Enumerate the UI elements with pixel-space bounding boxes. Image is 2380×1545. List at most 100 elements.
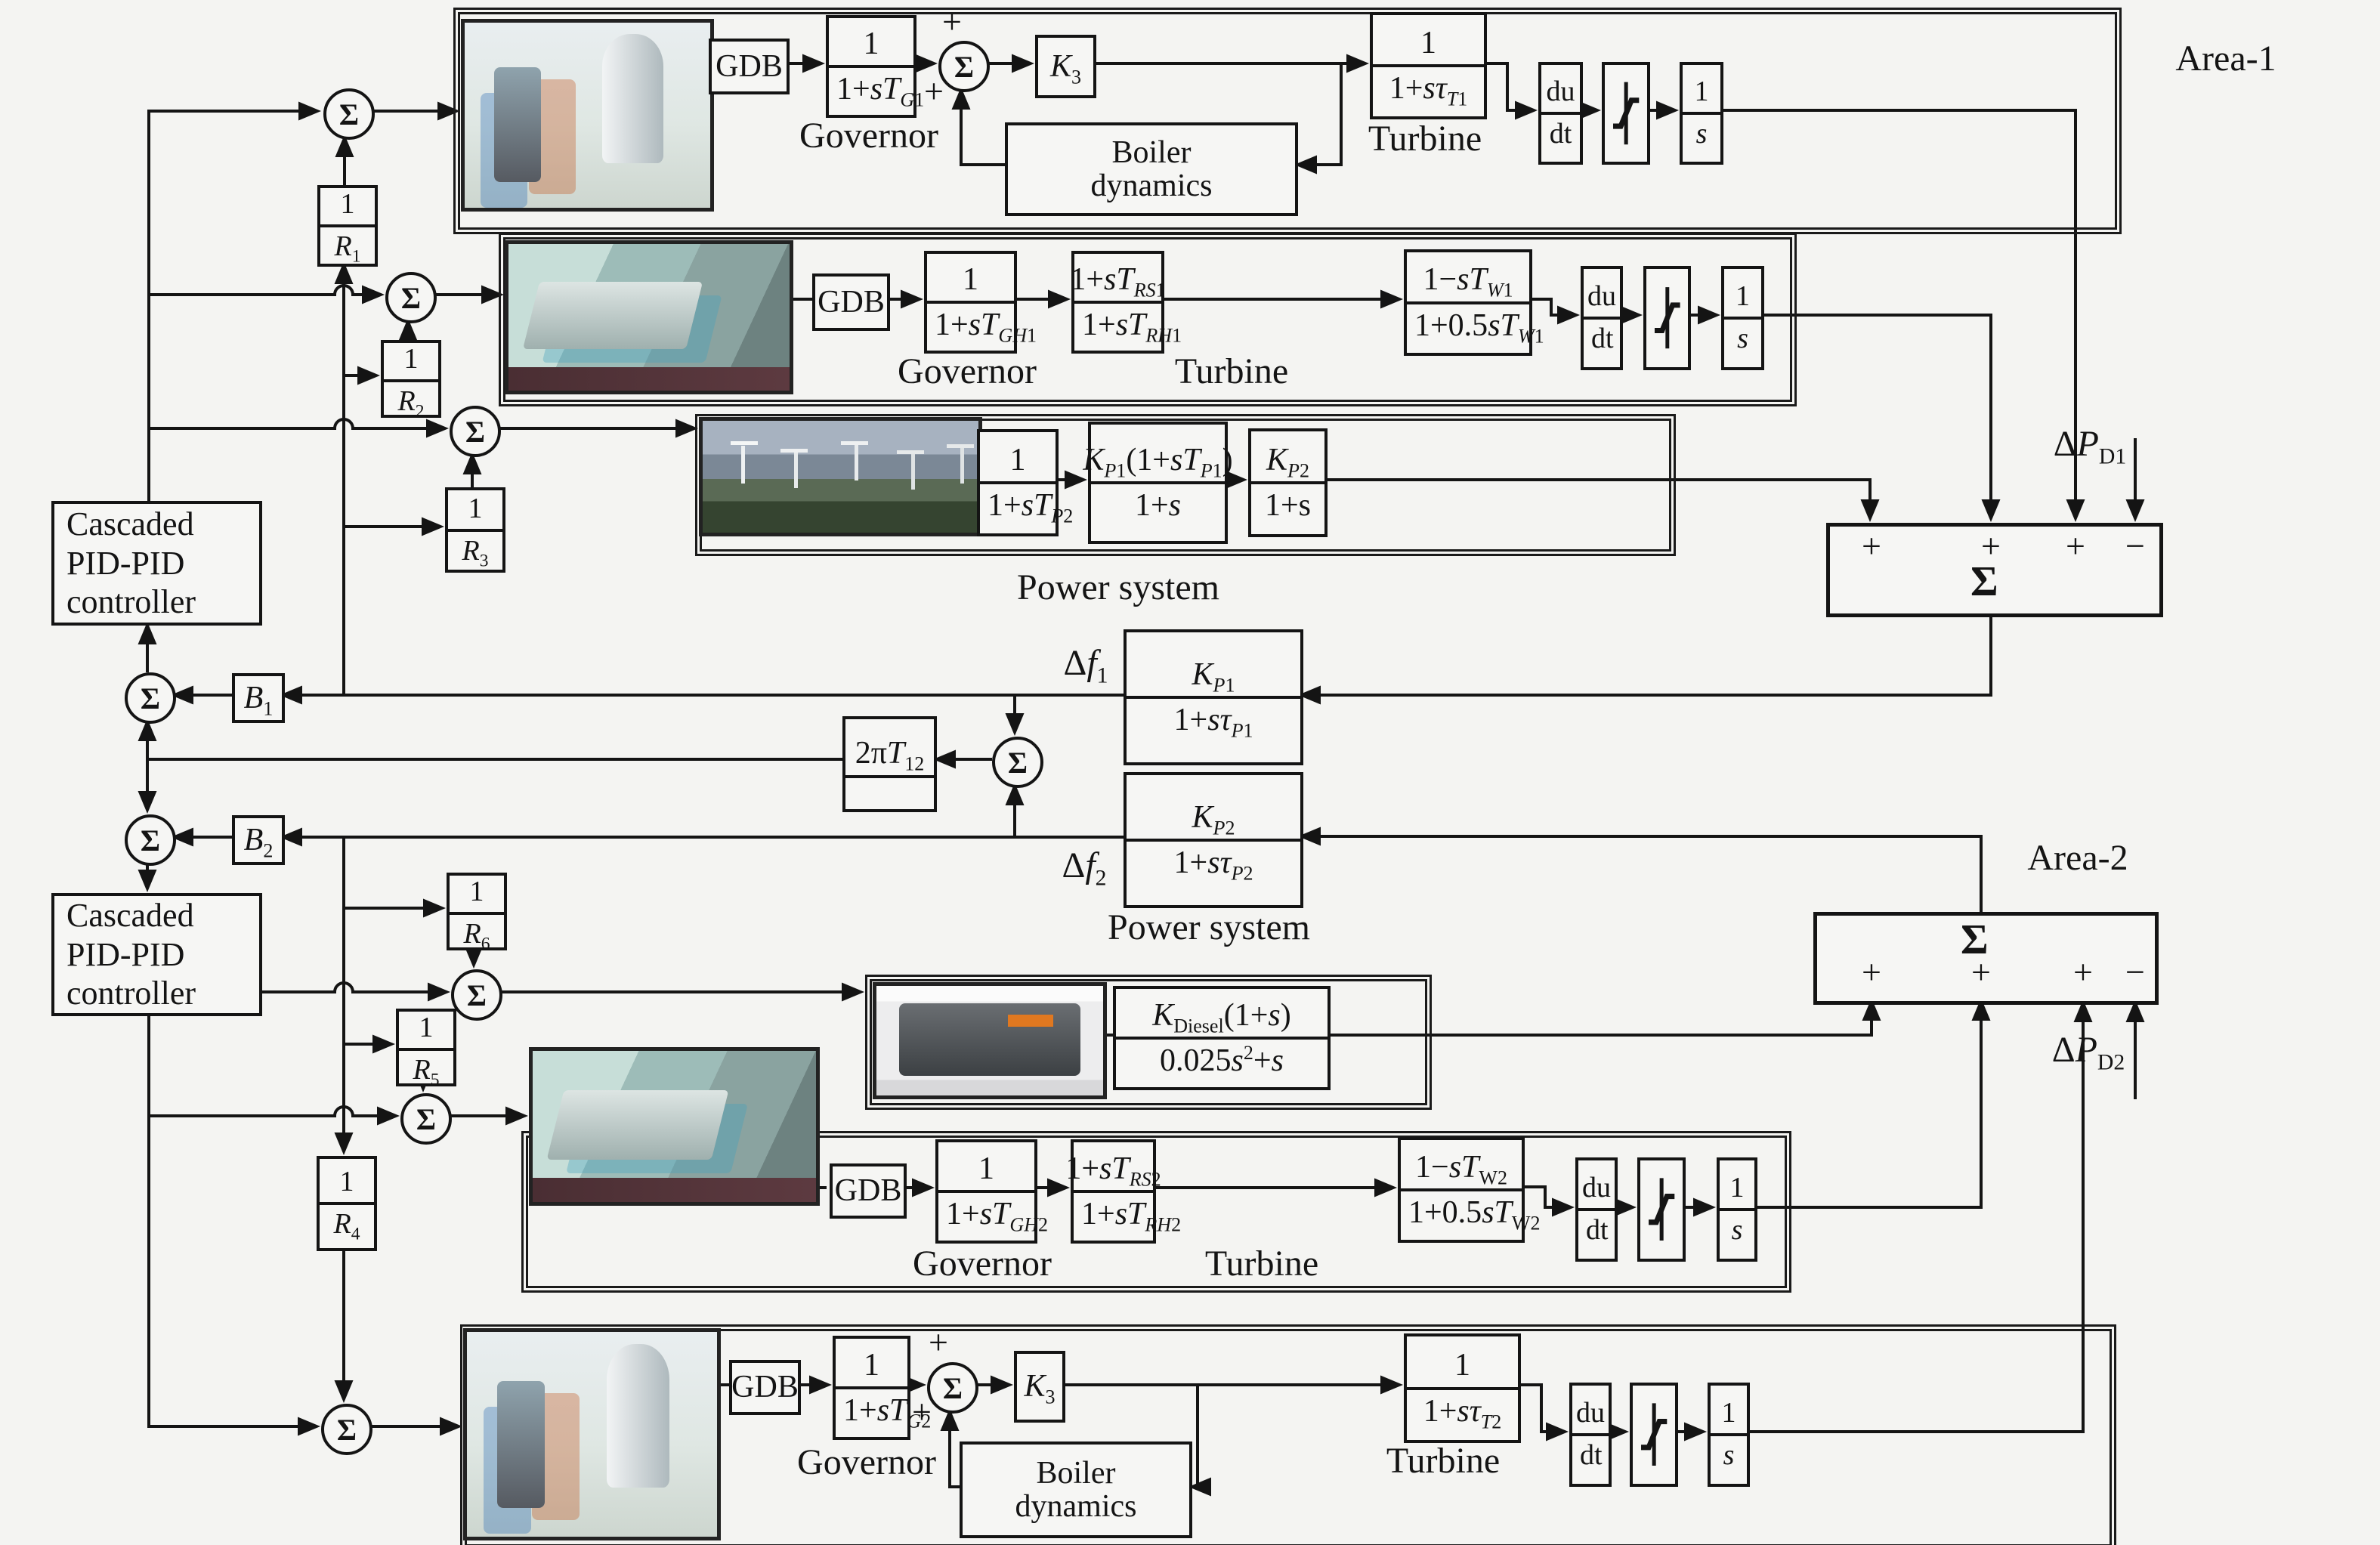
boiler1-sum-sign-top: + xyxy=(942,2,962,41)
hydro1-input-sum: Σ xyxy=(385,272,437,323)
hydro1-turbine-block: 1−sTW1 1+0.5sTW1 xyxy=(1404,249,1544,356)
gdb5-block: GDB xyxy=(830,1163,907,1219)
integrator-block-hydro1: 1 s xyxy=(1721,266,1764,370)
rate-limiter-block-hydro2 xyxy=(1637,1157,1686,1262)
r2-denominator: R2 xyxy=(384,379,438,420)
integrator-denominator: s xyxy=(1683,112,1720,151)
ace1-sum: Σ xyxy=(125,672,176,724)
wind-stage1-block: KP1(1+sTP1) 1+s xyxy=(1083,422,1233,544)
hydro1-governor-block: 1 1+sTGH1 xyxy=(924,251,1037,354)
controller1-label: Cascaded PID-PID controller xyxy=(66,505,196,621)
boiler-dynamics-block-area1: Boiler dynamics xyxy=(1005,122,1298,216)
boiler2-sum-sign-bottom: + xyxy=(912,1392,932,1431)
droop-r4-block: 1 R4 xyxy=(317,1156,377,1251)
integrator-denominator: s xyxy=(1724,317,1761,356)
sigma-glyph: Σ xyxy=(1007,745,1028,780)
cascaded-pid-controller-2: Cascaded PID-PID controller xyxy=(51,893,262,1016)
sigma-glyph: Σ xyxy=(140,823,161,857)
thermal2-turbine-numerator: 1 xyxy=(1454,1348,1470,1383)
dudt-numerator: du xyxy=(1587,280,1616,313)
droop-r3-block: 1 R3 xyxy=(445,487,505,573)
sigma-glyph: Σ xyxy=(416,1102,437,1136)
integrator-block-thermal1: 1 s xyxy=(1680,62,1723,165)
hydro2-compensator-numerator: 1+sTRS2 xyxy=(1065,1151,1161,1191)
r6-denominator: R6 xyxy=(450,911,504,953)
gdb6-block: GDB xyxy=(729,1360,801,1415)
rate-limiter-icon xyxy=(1648,1178,1675,1241)
hydro1-compensator-numerator: 1+sTRS1 xyxy=(1070,261,1166,301)
thermal1-input-sum: Σ xyxy=(323,88,375,140)
area1-sum-sigma: Σ xyxy=(1970,558,1998,605)
derivative-block-thermal2: du dt xyxy=(1569,1383,1612,1487)
area1-summation-block xyxy=(1826,523,2163,617)
turbine1-label: Turbine xyxy=(1368,119,1482,159)
sigma-glyph: Σ xyxy=(140,681,161,715)
derivative-block-thermal1: du dt xyxy=(1538,62,1583,165)
sigma-glyph: Σ xyxy=(954,49,975,84)
dudt-denominator: dt xyxy=(1584,317,1620,356)
bias-b1-block: B1 xyxy=(232,673,285,723)
power-system-label-area1: Power system xyxy=(1017,567,1219,607)
thermal2-turbine-block: 1 1+sτT2 xyxy=(1404,1333,1521,1443)
k3-block-area1: K3 xyxy=(1035,35,1096,98)
r4-denominator: R4 xyxy=(320,1202,374,1243)
r5-numerator: 1 xyxy=(419,1012,434,1043)
integrator-numerator: 1 xyxy=(1736,280,1750,313)
area1-sum-sign-2: + xyxy=(1981,527,2001,565)
delta-f1-label: Δf1 xyxy=(1063,643,1108,688)
sigma-glyph: Σ xyxy=(400,280,422,315)
wind-stage1-numerator: KP1(1+sTP1) xyxy=(1083,442,1233,482)
rate-limiter-block-thermal1 xyxy=(1602,62,1650,165)
rate-limiter-block-thermal2 xyxy=(1630,1383,1678,1487)
sigma-glyph: Σ xyxy=(465,414,486,449)
wind-filter-block: 1 1+sTP2 xyxy=(977,429,1073,536)
area2-sum-sign-1: + xyxy=(1862,953,1881,991)
hydro2-governor-numerator: 1 xyxy=(978,1151,994,1186)
r1-numerator: 1 xyxy=(340,188,355,221)
wind-input-sum: Σ xyxy=(450,406,501,457)
dudt-numerator: du xyxy=(1546,76,1575,108)
hydro-plant-photo-1 xyxy=(505,240,793,394)
thermal2-governor-denominator: 1+sTG2 xyxy=(836,1386,931,1431)
hydro1-turbine-denominator: 1+0.5sTW1 xyxy=(1407,301,1544,345)
governor1-label: Governor xyxy=(799,116,938,156)
area2-sum-sign-3: + xyxy=(2073,953,2093,991)
tie-line-gain-block: 2πT12 xyxy=(842,716,937,812)
area1-sum-sign-1: + xyxy=(1862,527,1881,565)
kp1-denominator: 1+sτP1 xyxy=(1127,696,1300,740)
power-system-label-area2: Power system xyxy=(1108,907,1310,947)
thermal-plant-photo-1 xyxy=(461,19,714,212)
area2-power-system-block: KP2 1+sτP2 xyxy=(1124,772,1303,908)
integrator-block-hydro2: 1 s xyxy=(1717,1157,1757,1262)
controller2-label: Cascaded PID-PID controller xyxy=(66,896,196,1012)
tie-line-numerator: 2πT12 xyxy=(855,736,925,775)
boiler2-sum-sign-top: + xyxy=(929,1323,948,1361)
area1-sum-sign-3: + xyxy=(2066,527,2085,565)
turbine6-label: Turbine xyxy=(1386,1441,1501,1481)
area2-label: Area-2 xyxy=(2027,838,2128,878)
diesel-generator-block: KDiesel(1+s) 0.025s2+s xyxy=(1113,986,1331,1090)
governor5-label: Governor xyxy=(913,1244,1052,1284)
wind-filter-numerator: 1 xyxy=(1009,442,1026,477)
sigma-glyph: Σ xyxy=(466,978,487,1012)
droop-r2-block: 1 R2 xyxy=(381,340,441,420)
hydro2-turbine-denominator: 1+0.5sTW2 xyxy=(1401,1188,1540,1233)
sigma-glyph: Σ xyxy=(336,1412,357,1447)
turbine1-numerator: 1 xyxy=(1420,25,1436,60)
b2-label: B2 xyxy=(243,822,274,862)
area1-label: Area-1 xyxy=(2175,39,2276,79)
thermal2-input-sum: Σ xyxy=(321,1404,372,1455)
hydro-plant-photo-2 xyxy=(529,1047,820,1206)
thermal1-governor-block: 1 1+sTG1 xyxy=(826,15,924,118)
wind-stage2-numerator: KP2 xyxy=(1266,442,1309,482)
delta-f2-label: Δf2 xyxy=(1062,845,1107,891)
delta-pd1-label: ΔPD1 xyxy=(2053,424,2127,469)
boiler2-label: Boiler dynamics xyxy=(1015,1455,1137,1524)
governor6-label: Governor xyxy=(797,1442,936,1482)
hydro2-compensator-denominator: 1+sTRH2 xyxy=(1074,1190,1181,1234)
droop-r5-block: 1 R5 xyxy=(396,1009,456,1089)
kp1-numerator: KP1 xyxy=(1192,657,1235,697)
sigma-glyph: Σ xyxy=(338,97,360,131)
diesel-group-box xyxy=(865,975,1432,1110)
k3-area1-label: K3 xyxy=(1049,48,1082,88)
